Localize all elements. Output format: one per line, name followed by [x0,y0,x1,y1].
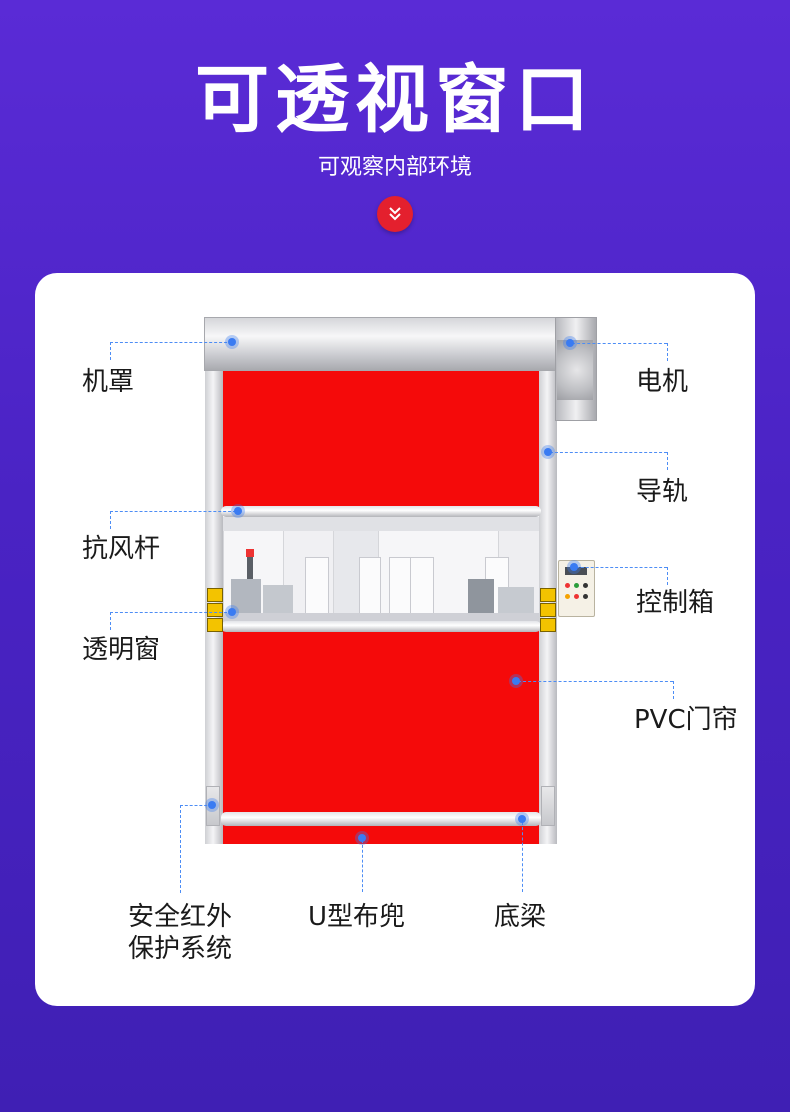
callout-line-rail-v [667,452,668,470]
label-wind-bar: 抗风杆 [82,534,161,564]
label-u-pocket: U型布兜 [308,902,406,932]
yellow-light-3 [207,618,223,632]
callout-line-control-v [667,567,668,585]
callout-line-rail [550,452,667,453]
callout-line-window [110,612,232,613]
label-guide-rail: 导轨 [636,477,689,507]
callout-dot-upocket [358,834,366,842]
hood-cover [204,317,559,371]
callout-dot-beam [518,815,526,823]
label-motor: 电机 [636,367,689,397]
lower-window-bar [221,621,541,632]
callout-line-windbar-v [110,511,111,529]
label-pvc-curtain: PVC门帘 [634,705,738,735]
callout-dot-rail [544,448,552,456]
callout-line-windbar [110,511,236,512]
yellow-light-5 [540,603,556,617]
label-safety-line2: 保护系统 [128,934,233,964]
yellow-light-6 [540,618,556,632]
callout-line-safety [180,805,212,806]
yellow-light-4 [540,588,556,602]
label-control-box: 控制箱 [636,588,715,618]
label-window: 透明窗 [82,635,161,665]
motor-disc [557,340,593,400]
label-hood: 机罩 [82,367,135,397]
bottom-beam [221,812,541,826]
callout-line-hood [110,342,232,343]
callout-line-safety-v [180,805,181,893]
callout-dot-pvc [512,677,520,685]
callout-line-beam [522,822,523,892]
callout-line-hood-v [110,342,111,360]
callout-dot-safety [208,801,216,809]
page-title: 可透视窗口 [195,57,595,143]
transparent-window [223,517,539,625]
callout-line-pvc-v [673,681,674,699]
callout-line-window-v [110,612,111,630]
callout-line-upocket [362,840,363,892]
pvc-curtain [223,628,539,844]
label-bottom-beam: 底梁 [494,902,547,932]
callout-dot-window [228,608,236,616]
yellow-light-1 [207,588,223,602]
callout-dot-motor [566,339,574,347]
page-subtitle: 可观察内部环境 [317,155,472,180]
infrared-sensor-right [541,786,555,826]
label-safety-line1: 安全红外 [128,902,233,932]
curtain-upper [223,369,539,509]
callout-line-motor [572,343,667,344]
callout-dot-hood [228,338,236,346]
callout-dot-control [570,563,578,571]
wind-resistant-bar [221,506,541,517]
callout-line-pvc [518,681,673,682]
double-chevron-down-icon [377,196,413,232]
callout-line-control [576,567,667,568]
callout-line-motor-v [667,343,668,361]
callout-dot-windbar [234,507,242,515]
yellow-light-2 [207,603,223,617]
control-box [558,560,595,617]
